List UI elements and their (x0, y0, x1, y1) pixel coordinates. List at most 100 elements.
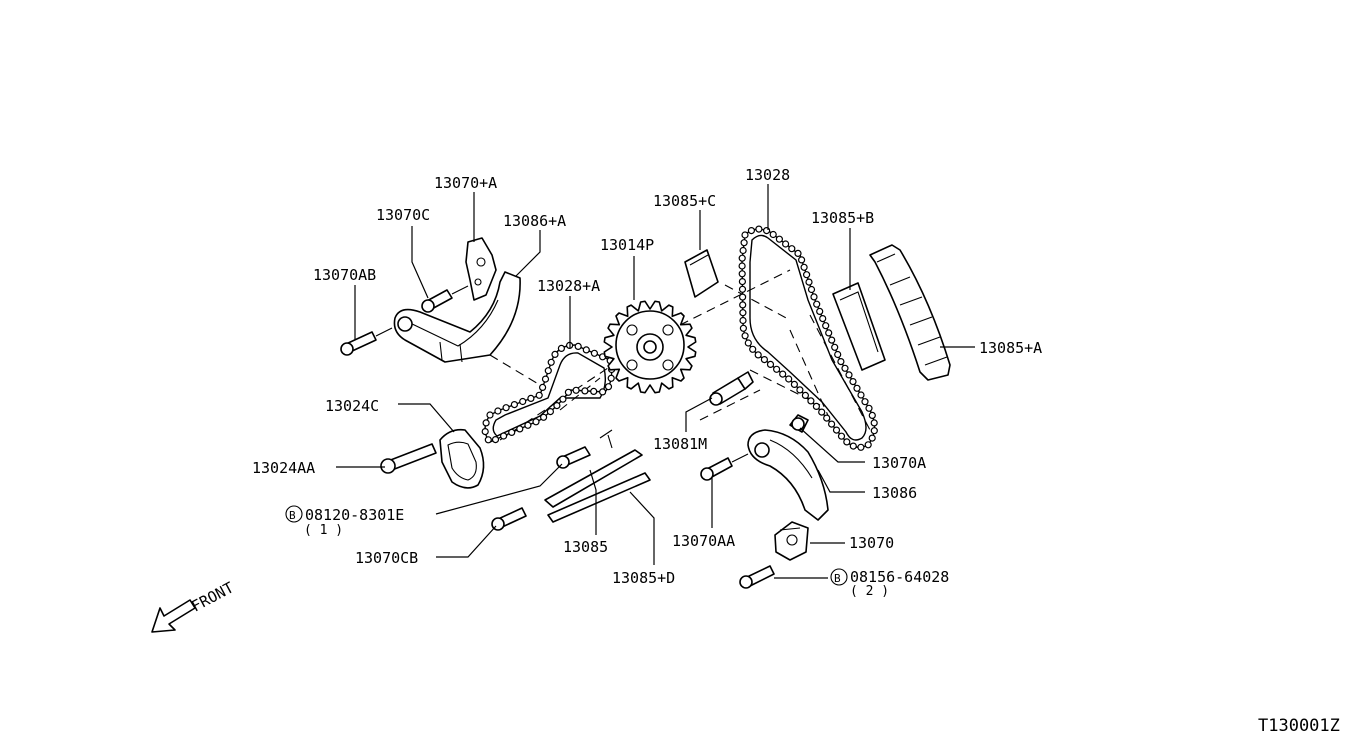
chain-13028-a-link (551, 350, 559, 358)
tensioner-arm-13086-a[interactable] (393, 271, 521, 363)
chain-13028-link (738, 285, 747, 293)
chain-guide-13085[interactable] (544, 429, 643, 508)
label-13070: 13070 (849, 534, 894, 552)
bolt-13070aa[interactable] (700, 453, 749, 481)
chain-13028-a-link (491, 436, 500, 444)
label-13085-d-plus: 13085+D (612, 569, 675, 587)
bolt-13070a[interactable] (789, 414, 809, 433)
chain-13028-a-link (494, 407, 502, 415)
leader-lines (336, 184, 975, 579)
chain-guide-13085-b[interactable] (832, 282, 886, 371)
chain-13028-link (800, 263, 808, 271)
chain-13028-link (825, 329, 833, 337)
diagram-code: T130001Z (1258, 716, 1340, 736)
chain-13028-link (749, 345, 757, 353)
chain-guide-13085-c[interactable] (684, 249, 719, 298)
chain-13028-a-link (547, 358, 555, 366)
chain-13028-link (870, 427, 878, 435)
chain-13028-a-link (598, 388, 607, 396)
timing-chain-13028[interactable] (738, 225, 878, 451)
chain-13028-link (738, 293, 747, 301)
bolt-13024aa[interactable] (380, 443, 437, 474)
chain-13028-link (739, 316, 747, 325)
chain-13028-a-link (581, 387, 589, 395)
chain-13028-link (769, 230, 777, 239)
chain-13028-a-link (541, 375, 550, 383)
chain-13028-link (797, 256, 806, 264)
chain-13028-a-link (524, 421, 532, 429)
part-labels: 13070+A 13070C 13086+A 13070AB 13028+A 1… (252, 166, 1042, 599)
chain-13028-link (822, 322, 830, 330)
chain-13028-link (807, 285, 816, 294)
chain-13028-link (837, 358, 845, 366)
chain-13028-link (772, 365, 781, 373)
chain-13028-a-link (553, 402, 561, 410)
chain-13028-link (775, 235, 784, 243)
chain-13028-a-link (535, 391, 543, 399)
chain-13028-link (747, 227, 756, 235)
chain-13028-a-link (607, 374, 615, 382)
chain-13028-link (832, 426, 841, 434)
chain-13028-link (849, 378, 857, 386)
label-13081m: 13081M (653, 435, 707, 453)
sprocket-13014p[interactable] (603, 300, 697, 394)
washer-plate-13024c[interactable] (439, 428, 485, 489)
chain-13028-link (741, 231, 749, 239)
chain-13028-link (794, 249, 802, 257)
label-08156-qty: ( 2 ) (850, 584, 889, 599)
chain-13028-a-link (559, 395, 567, 403)
chain-13028-link (864, 441, 872, 449)
chain-13028-link (740, 239, 748, 247)
timing-chain-13028-a[interactable] (481, 341, 616, 444)
chain-tensioner-13070[interactable] (774, 521, 809, 561)
chain-13028-a-link (519, 397, 527, 406)
chain-13028-a-link (564, 388, 573, 396)
bolt-08120-8301e[interactable] (556, 446, 591, 469)
chain-guide-13085-d[interactable] (547, 472, 651, 523)
chain-13028-link (865, 404, 873, 412)
chain-13028-a-link (486, 411, 494, 419)
label-08120-qty: ( 1 ) (304, 523, 343, 538)
chain-13028-link (755, 225, 763, 233)
chain-13028-a-link (539, 413, 548, 421)
chain-13028-link (738, 270, 746, 278)
chain-13028-link (802, 271, 811, 279)
chain-13028-link (837, 432, 846, 440)
label-13070aa: 13070AA (672, 532, 735, 550)
chain-13028-a-link (502, 404, 510, 412)
bolt-marker-circle (285, 505, 303, 523)
guide-bracket-13070-a[interactable] (465, 237, 497, 301)
tensioner-plunger-13081m[interactable] (709, 371, 754, 406)
chain-13028-link (843, 438, 851, 446)
label-13070c: 13070C (376, 206, 430, 224)
chain-13028-link (861, 398, 869, 406)
tensioner-arm-13086[interactable] (747, 429, 829, 521)
label-13014p: 13014P (600, 236, 654, 254)
label-13085-c-plus: 13085+C (653, 192, 716, 210)
chain-13028-a-link (604, 383, 613, 391)
chain-13028-link (841, 364, 849, 372)
bolt-13070cb[interactable] (491, 507, 527, 531)
chain-13028-link (807, 397, 815, 405)
bolt-13070c[interactable] (421, 285, 469, 313)
chain-13028-link (868, 411, 876, 419)
chain-13028-link (816, 307, 824, 315)
chain-13028-link (805, 278, 813, 286)
bolt-08156-64028[interactable] (739, 565, 775, 589)
chain-13028-a-link (482, 419, 490, 427)
label-13028: 13028 (745, 166, 790, 184)
chain-13028-a-link (557, 344, 566, 352)
label-13085: 13085 (563, 538, 608, 556)
chain-13028-link (741, 332, 749, 340)
chain-guide-13085-a[interactable] (869, 244, 951, 381)
label-13070ab: 13070AB (313, 266, 376, 284)
label-13028-a-plus: 13028+A (537, 277, 600, 295)
chain-13028-a-link (538, 383, 547, 391)
label-13086-a-plus: 13086+A (503, 212, 566, 230)
bolt-13070ab[interactable] (340, 327, 393, 356)
bolt-marker-circle-2 (830, 568, 848, 586)
chain-13028-link (870, 419, 878, 427)
chain-13028-link (788, 245, 796, 253)
chain-13028-link (779, 370, 787, 378)
chain-13028-a-link (500, 432, 508, 440)
